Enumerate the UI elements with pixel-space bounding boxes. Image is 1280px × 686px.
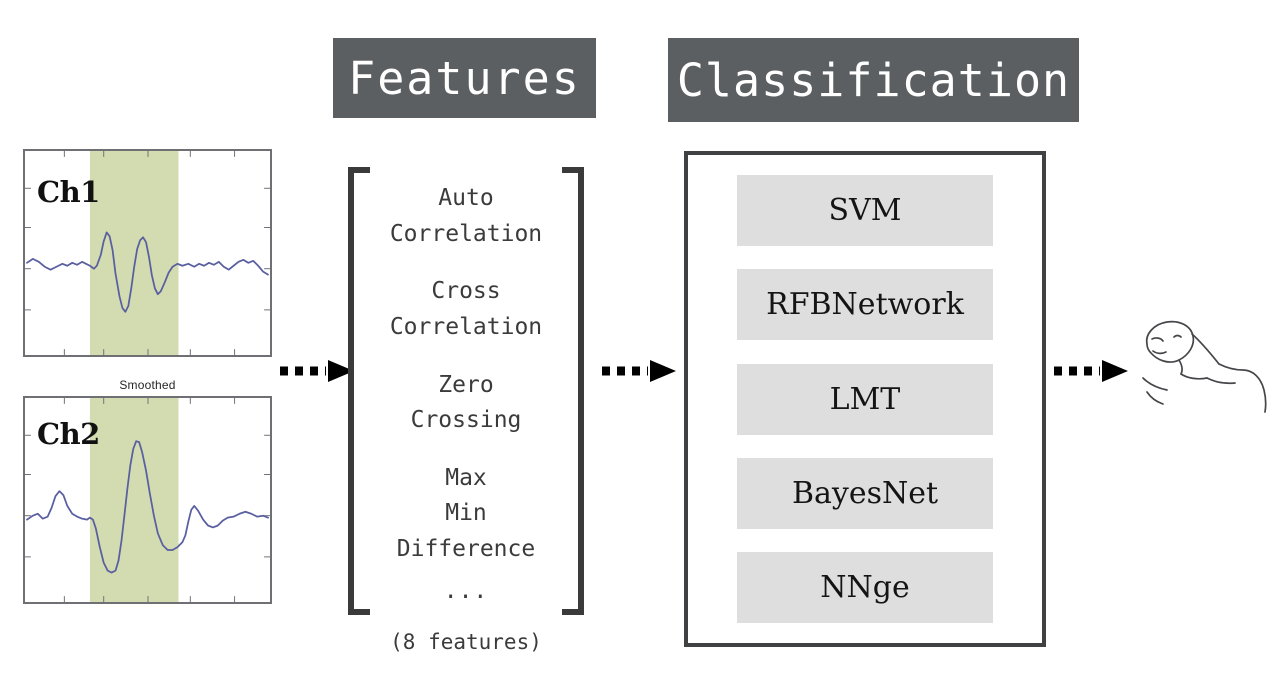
head-outline (1145, 320, 1195, 363)
classification-banner: Classification (668, 38, 1079, 122)
channel-label-ch2: Ch2 (37, 417, 100, 451)
neck-line (1191, 333, 1220, 365)
feature-line: Difference (396, 536, 536, 563)
collar-line (1180, 373, 1208, 380)
arrow-head (650, 360, 676, 382)
feature-line: Auto (438, 185, 494, 211)
chin-jaw-line (1178, 359, 1183, 375)
feature-line: Correlation (389, 313, 543, 340)
classifier-item-lmt[interactable]: LMT (737, 363, 993, 435)
shoulder-line (1218, 363, 1267, 413)
feature-line: Max (445, 464, 487, 491)
lower-arm-line (1146, 391, 1164, 405)
classifier-item-rfbnetwork[interactable]: RFBNetwork (737, 269, 993, 341)
features-banner: Features (333, 38, 596, 118)
upper-arm-line (1142, 377, 1168, 391)
classifier-item-svm[interactable]: SVM (737, 175, 993, 246)
bracket-left-icon (348, 167, 370, 615)
sleeping-person-icon (1142, 320, 1267, 413)
signal-panel-ch2 (23, 396, 272, 604)
axis-ticks-ch2 (25, 398, 270, 602)
arrow-features-to-classification (602, 360, 676, 382)
waveform-ch1 (25, 151, 270, 355)
arrow-signals-to-features (280, 360, 354, 382)
feature-ellipsis: ... (443, 577, 489, 604)
trace-ch1 (26, 231, 269, 313)
feature-group-auto-correlation: Auto Correlation (364, 181, 568, 252)
mouth-line (1152, 350, 1167, 355)
feature-group-cross-correlation: Cross Correlation (364, 274, 568, 345)
arrow-head (1102, 360, 1128, 382)
eye-line (1151, 337, 1164, 342)
feature-line: Zero (438, 371, 494, 398)
highlight-region-ch1 (89, 151, 179, 355)
channel-label-ch1: Ch1 (37, 175, 100, 209)
trace-ch2 (26, 440, 269, 574)
feature-group-max-min-difference: Max Min Difference ... (364, 461, 568, 610)
classifier-item-nnge[interactable]: NNge (737, 552, 993, 623)
highlight-region-ch2 (89, 398, 179, 602)
bracket-right-icon (562, 167, 584, 615)
feature-line: Crossing (410, 407, 522, 434)
features-count-caption: (8 features) (390, 630, 542, 654)
classifier-item-bayesnet[interactable]: BayesNet (737, 457, 993, 529)
feature-line: Min (445, 500, 487, 527)
features-bracket-block: Auto Correlation Cross Correlation Zero … (348, 167, 584, 615)
chest-line (1206, 377, 1236, 385)
features-list: Auto Correlation Cross Correlation Zero … (364, 181, 568, 609)
feature-line: Cross (431, 278, 501, 305)
signal-panel-ch1 (23, 149, 272, 357)
arrow-head (328, 360, 354, 382)
smoothed-label: Smoothed (119, 378, 176, 392)
classifier-list-box: SVM RFBNetwork LMT BayesNet NNge (684, 151, 1046, 647)
waveform-ch2 (25, 398, 270, 602)
arrow-classification-to-subject (1054, 360, 1128, 382)
brow-line (1173, 334, 1182, 338)
axis-ticks-ch1 (25, 151, 270, 355)
feature-line: Correlation (389, 220, 543, 247)
feature-group-zero-crossing: Zero Crossing (364, 368, 568, 439)
